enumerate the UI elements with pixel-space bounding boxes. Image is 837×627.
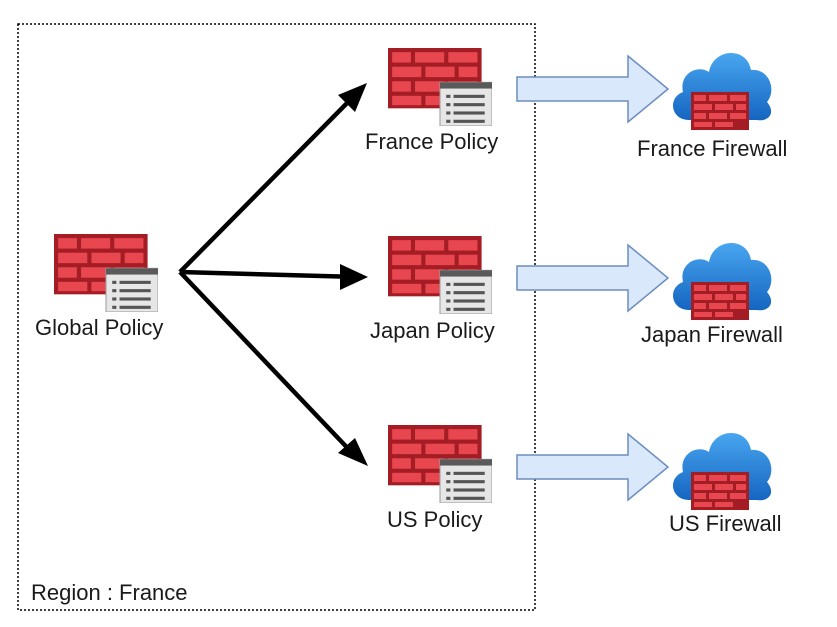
france-firewall-cloud-icon (672, 52, 772, 130)
region-container (17, 23, 536, 611)
us-policy-icon (388, 425, 492, 503)
japan-firewall-label: Japan Firewall (641, 322, 783, 347)
arrowhead-japan (340, 264, 368, 290)
region-label: Region : France (31, 580, 188, 605)
connector-japan (179, 269, 359, 280)
japan-firewall-cloud-icon (672, 242, 772, 320)
france-policy-icon (388, 48, 492, 126)
connectors (178, 90, 360, 461)
connector-us (178, 270, 360, 461)
deploy-arrow-japan (516, 243, 670, 313)
us-policy-label: US Policy (387, 507, 483, 532)
deploy-arrow-france (516, 54, 670, 124)
japan-policy-icon (388, 236, 492, 314)
connector-arrowheads (338, 83, 368, 466)
deploy-arrows (516, 54, 670, 502)
us-firewall-cloud-icon (672, 432, 772, 510)
us-firewall-label: US Firewall (669, 511, 782, 536)
arrowhead-france (338, 83, 367, 112)
japan-policy-label: Japan Policy (370, 318, 495, 343)
global-policy-label: Global Policy (35, 315, 164, 340)
connector-france (178, 90, 360, 274)
france-policy-label: France Policy (365, 129, 499, 154)
global-policy-icon (54, 234, 158, 312)
france-firewall-label: France Firewall (637, 136, 788, 161)
deploy-arrow-us (516, 432, 670, 502)
arrowhead-us (338, 438, 368, 466)
